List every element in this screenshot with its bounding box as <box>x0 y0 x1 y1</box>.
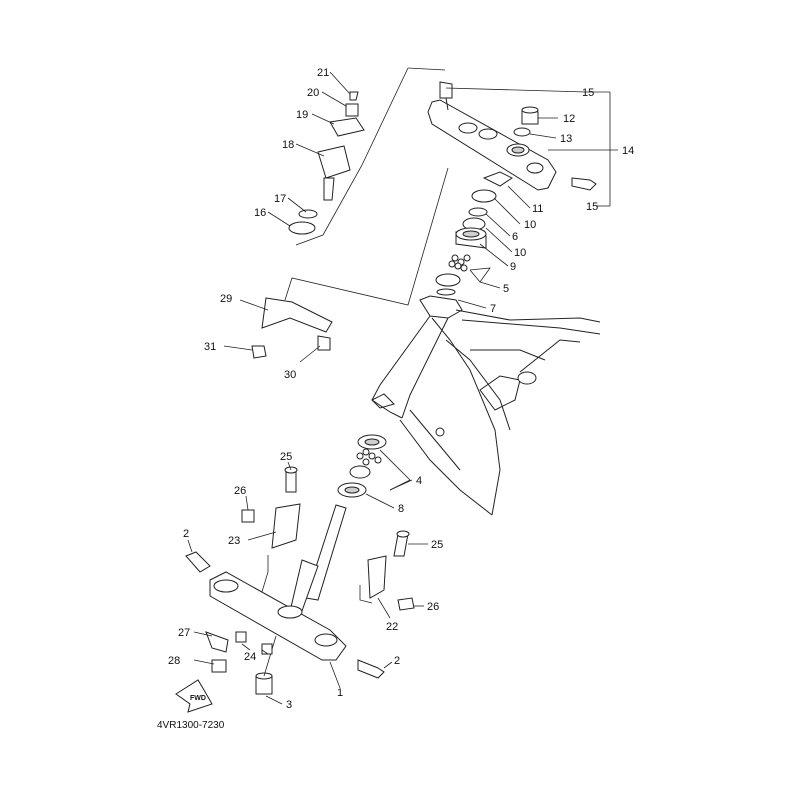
callout-30: 30 <box>284 369 296 381</box>
lower-bearing-set <box>337 434 411 498</box>
callout-labels: 21 20 19 18 17 16 15 15 12 13 14 11 10 6… <box>168 67 634 711</box>
callout-16: 16 <box>254 207 266 219</box>
callout-5: 5 <box>503 283 509 295</box>
callout-15-top: 15 <box>582 87 594 99</box>
callout-4: 4 <box>416 475 422 487</box>
callout-26-right: 26 <box>427 601 439 613</box>
callout-3: 3 <box>286 699 292 711</box>
cable-guide-parts <box>251 297 333 359</box>
callout-1: 1 <box>337 687 343 699</box>
callout-15-bottom: 15 <box>586 201 598 213</box>
steering-stem-assembly <box>185 504 385 695</box>
callout-14: 14 <box>622 145 634 157</box>
callout-26-left: 26 <box>234 485 246 497</box>
callout-13: 13 <box>560 133 572 145</box>
callout-28: 28 <box>168 655 180 667</box>
callout-9: 9 <box>510 261 516 273</box>
callout-27: 27 <box>178 627 190 639</box>
upper-bracket-assembly <box>427 81 597 191</box>
callout-11: 11 <box>532 203 543 215</box>
callout-2-right: 2 <box>394 655 400 667</box>
fwd-label: FWD <box>190 695 206 702</box>
callout-6: 6 <box>512 231 518 243</box>
callout-29: 29 <box>220 293 232 305</box>
callout-7: 7 <box>490 303 496 315</box>
fwd-arrow-icon: FWD <box>175 679 213 713</box>
callout-25-right: 25 <box>431 539 443 551</box>
callout-24: 24 <box>244 651 256 663</box>
callout-17: 17 <box>274 193 286 205</box>
drawing-code: 4VR1300-7230 <box>157 720 225 731</box>
callout-23: 23 <box>228 535 240 547</box>
callout-25-left: 25 <box>280 451 292 463</box>
leader-lines <box>187 71 618 705</box>
callout-22: 22 <box>386 621 398 633</box>
callout-8: 8 <box>398 503 404 515</box>
callout-19: 19 <box>296 109 308 121</box>
callout-2-left: 2 <box>183 528 189 540</box>
callout-18: 18 <box>282 139 294 151</box>
callout-10-top: 10 <box>524 219 536 231</box>
handle-holder-parts <box>288 91 365 235</box>
frame-illustration <box>371 295 601 516</box>
callout-21: 21 <box>317 67 329 79</box>
callout-12: 12 <box>563 113 575 125</box>
callout-31: 31 <box>204 341 216 353</box>
bracket-parts <box>205 466 415 673</box>
bearing-stack <box>435 189 497 296</box>
callout-20: 20 <box>307 87 319 99</box>
callout-10-bottom: 10 <box>514 247 526 259</box>
